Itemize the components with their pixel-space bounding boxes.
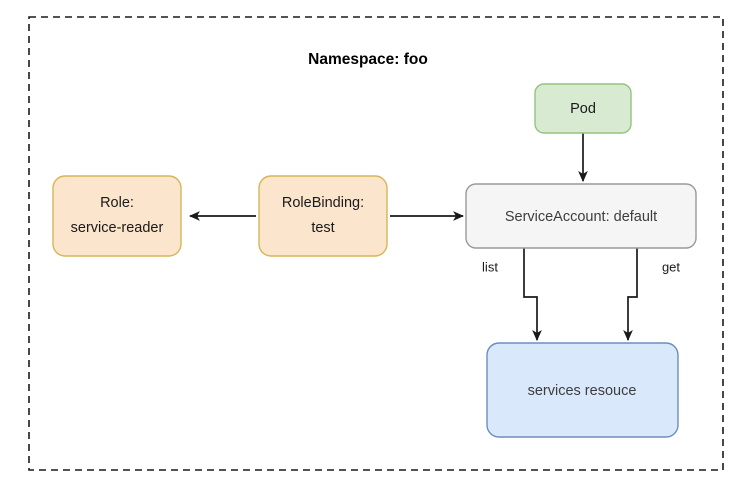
services-resource-node-label: services resouce: [528, 383, 637, 399]
serviceaccount-node[interactable]: ServiceAccount: default: [465, 183, 697, 249]
services-resource-node-box: [486, 342, 679, 438]
role-node-box: [52, 175, 182, 257]
serviceaccount-node-label: ServiceAccount: default: [505, 209, 657, 225]
rolebinding-node-label-line2: test: [311, 220, 334, 236]
edge-label-get: get: [662, 259, 680, 274]
services-resource-node[interactable]: services resouce: [486, 342, 679, 438]
rolebinding-node-label-line1: RoleBinding:: [282, 195, 364, 211]
namespace-title: Namespace: foo: [308, 51, 428, 68]
role-node-label-line1: Role:: [100, 195, 134, 211]
pod-node[interactable]: Pod: [534, 83, 632, 134]
rolebinding-node-box: [258, 175, 388, 257]
role-node-label-line2: service-reader: [71, 220, 164, 236]
serviceaccount-node-box: [465, 183, 697, 249]
pod-node-label: Pod: [570, 101, 596, 117]
namespace-boundary: [28, 16, 724, 471]
edge-label-list: list: [482, 259, 498, 274]
role-node[interactable]: Role: service-reader: [52, 175, 182, 257]
pod-node-box: [534, 83, 632, 134]
rolebinding-node[interactable]: RoleBinding: test: [258, 175, 388, 257]
edge-serviceaccount-to-services-list: [523, 248, 542, 342]
edge-serviceaccount-to-services-get: [623, 248, 638, 342]
